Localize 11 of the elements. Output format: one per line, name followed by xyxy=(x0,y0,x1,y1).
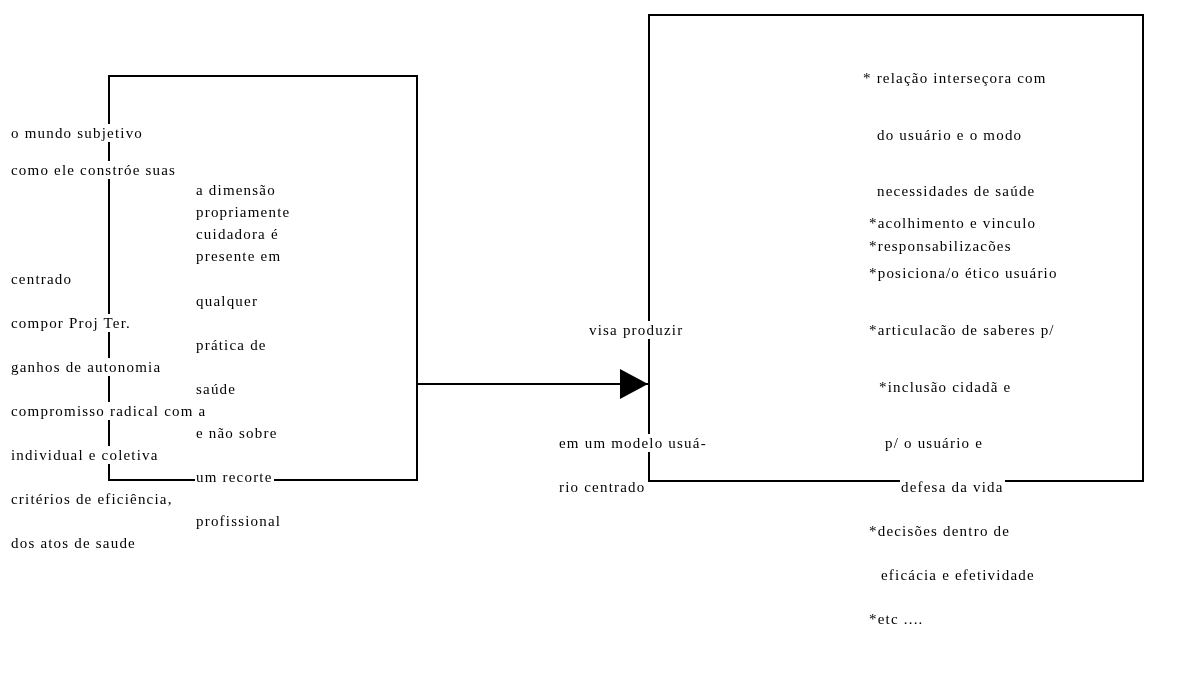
note-text: o mundo subjetivo xyxy=(10,124,145,142)
note-text: critérios de eficiência, xyxy=(10,490,174,508)
note-text: ganhos de autonomia xyxy=(10,358,163,376)
note-text: individual e coletiva xyxy=(10,446,160,464)
note-text: profissional xyxy=(195,512,283,530)
note-text: compor Proj Ter. xyxy=(10,314,132,332)
note-text: compromisso radical com a xyxy=(10,402,208,420)
note-text: como ele constróe suas xyxy=(10,161,178,179)
note-text: em um modelo usuá- xyxy=(558,434,708,452)
note-text: visa produzir xyxy=(588,321,685,339)
arrow xyxy=(417,370,649,398)
